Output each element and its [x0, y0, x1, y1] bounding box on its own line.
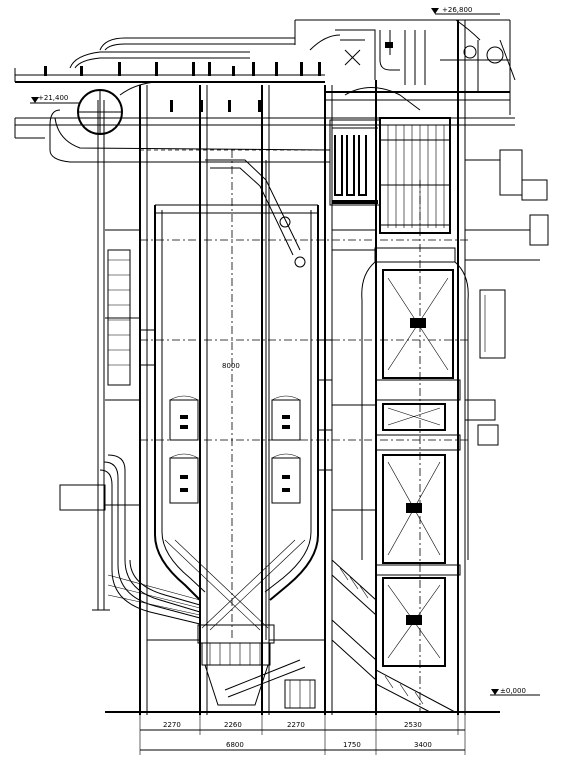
convection-pass — [361, 117, 469, 560]
air-preheater — [376, 269, 461, 667]
right-ducts — [440, 19, 549, 446]
furnace-height-label: 8000 — [222, 362, 240, 370]
top-valves — [44, 62, 321, 112]
superheater — [329, 119, 381, 206]
elevation-drum: +21,400 — [38, 94, 68, 102]
upper-right-piping — [309, 29, 426, 111]
dim-2530: 2530 — [404, 721, 422, 729]
right-stairway — [331, 559, 456, 713]
dim-2270-a: 2270 — [163, 721, 181, 729]
dim-6800: 6800 — [226, 741, 244, 749]
dim-2270-b: 2270 — [287, 721, 305, 729]
dimension-lines: 2270 2260 2270 2530 6800 1750 3400 — [139, 715, 466, 755]
burners — [169, 395, 301, 504]
elevation-marks: +26,800 +21,400 ±0,000 8000 — [30, 6, 540, 696]
ash-hopper — [197, 624, 316, 709]
steam-drum — [49, 37, 331, 163]
elevation-top: +26,800 — [442, 6, 472, 14]
dim-2260: 2260 — [224, 721, 242, 729]
dim-1750: 1750 — [343, 741, 361, 749]
left-stairway — [59, 100, 201, 625]
dim-3400: 3400 — [414, 741, 432, 749]
elevation-ground: ±0,000 — [500, 687, 526, 695]
steel-frame — [14, 19, 515, 715]
